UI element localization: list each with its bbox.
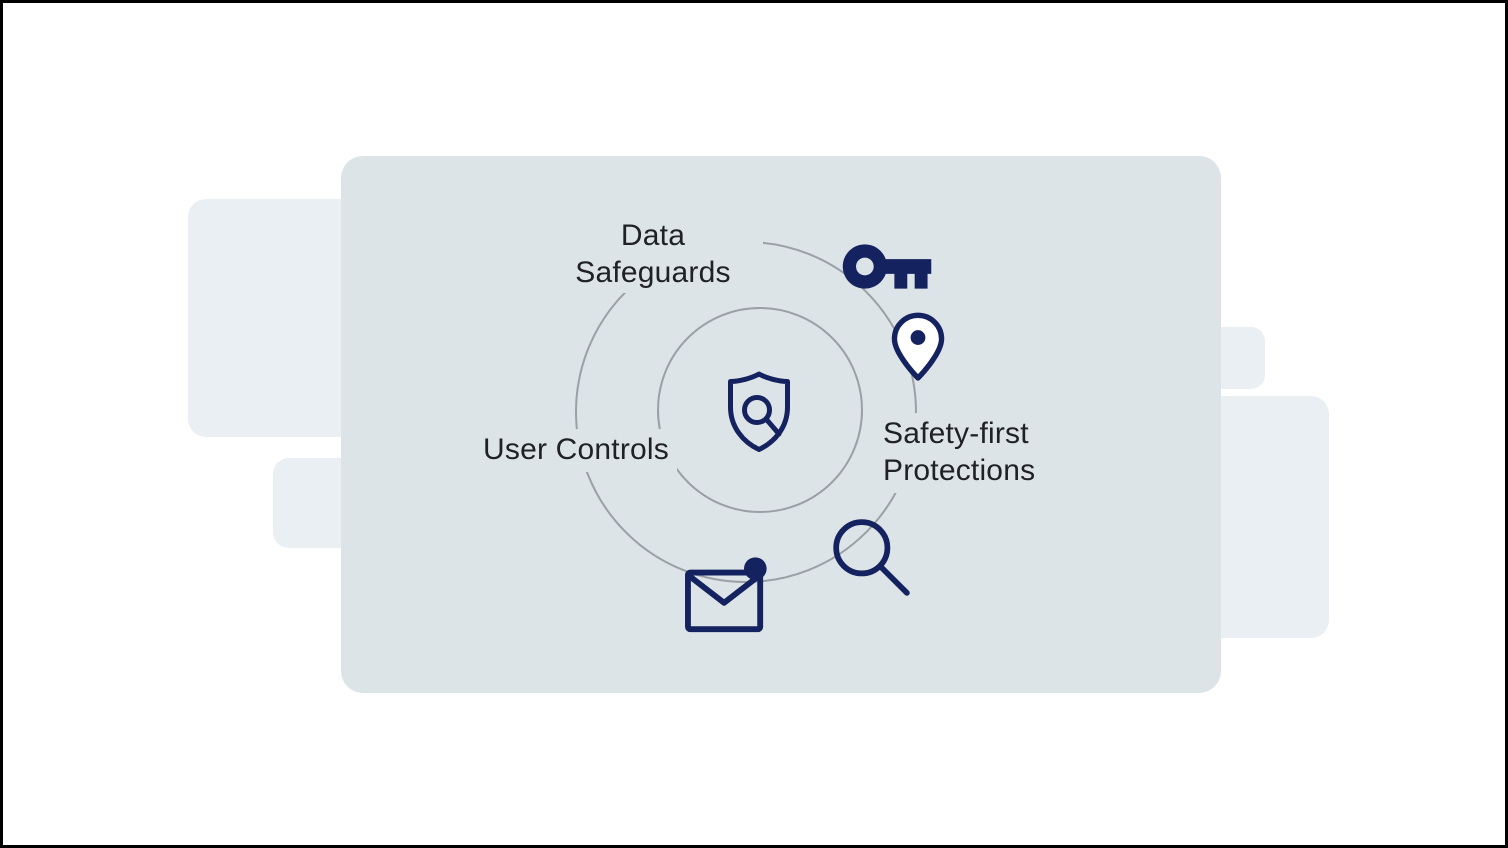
location-pin-icon xyxy=(891,312,945,382)
label-safety-first-protections: Safety-first Protections xyxy=(881,413,1042,493)
mail-alert-icon xyxy=(684,555,770,637)
label-user-controls: User Controls xyxy=(481,429,677,472)
label-data-safeguards: Data Safeguards xyxy=(543,215,763,293)
magnifier-icon xyxy=(829,515,911,597)
shield-search-icon xyxy=(723,369,795,455)
key-icon xyxy=(839,237,935,296)
